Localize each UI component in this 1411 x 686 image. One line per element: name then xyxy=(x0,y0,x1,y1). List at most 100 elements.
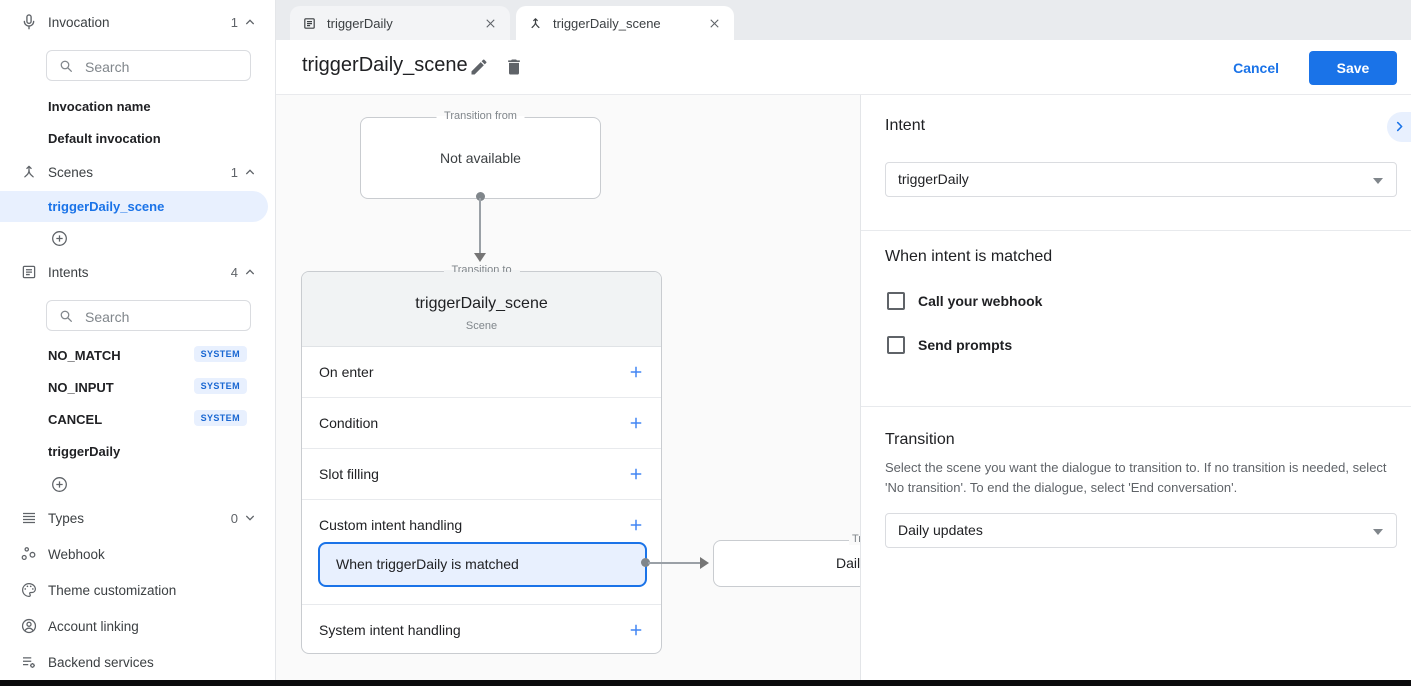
scene-card-subtitle: Scene xyxy=(465,320,498,332)
sidebar-section-types[interactable]: Types 0 xyxy=(0,506,276,530)
item-label: Theme customization xyxy=(48,582,177,598)
partial-node-label: Dail xyxy=(836,555,860,571)
section-label: Types xyxy=(48,510,85,526)
transition-select[interactable]: Daily updates xyxy=(885,513,1397,548)
tab-triggerdaily[interactable]: triggerDaily xyxy=(290,6,510,40)
edit-pencil-icon[interactable] xyxy=(469,57,489,77)
system-badge: SYSTEM xyxy=(193,410,247,426)
account-circle-icon xyxy=(20,617,38,635)
sidebar-item-theme-customization[interactable]: Theme customization xyxy=(0,578,276,602)
intent-handler-chip-selected[interactable]: When triggerDaily is matched xyxy=(318,542,647,587)
item-label: Backend services xyxy=(48,654,154,670)
section-label: Intents xyxy=(48,264,89,280)
cancel-button[interactable]: Cancel xyxy=(1233,59,1279,76)
add-on-enter-button[interactable] xyxy=(627,363,645,381)
close-icon[interactable] xyxy=(483,16,498,31)
sidebar-item-triggerdaily-intent[interactable]: triggerDaily xyxy=(48,444,121,459)
add-scene-button[interactable] xyxy=(50,229,69,248)
section-count: 0 xyxy=(230,510,238,526)
connector-line xyxy=(648,562,700,564)
transition-description: Select the scene you want the dialogue t… xyxy=(885,460,1387,495)
intent-list-icon xyxy=(302,16,317,31)
collapse-panel-button[interactable] xyxy=(1387,112,1411,142)
divider xyxy=(861,406,1411,407)
sidebar-section-intents[interactable]: Intents 4 xyxy=(0,260,276,284)
delete-trash-icon[interactable] xyxy=(504,57,524,77)
section-label: Scenes xyxy=(48,164,94,180)
daily-updates-node-partial[interactable]: Tr Dail xyxy=(713,533,860,587)
sidebar-section-scenes[interactable]: Scenes 1 xyxy=(0,160,276,184)
scene-row-slot-filling: Slot filling xyxy=(302,449,661,500)
scene-row-condition: Condition xyxy=(302,398,661,449)
sidebar-item-webhook[interactable]: Webhook xyxy=(0,542,276,566)
section-label: Invocation xyxy=(48,14,110,30)
sidebar-item-triggerdaily-scene-selected[interactable]: triggerDaily_scene xyxy=(0,191,268,222)
system-badge: SYSTEM xyxy=(193,378,247,394)
services-gear-icon xyxy=(20,653,38,671)
intents-search-input[interactable] xyxy=(83,302,247,331)
invocation-search xyxy=(46,50,251,81)
connector-line xyxy=(479,198,481,253)
item-label: Webhook xyxy=(48,546,105,562)
chevron-up-icon xyxy=(242,14,258,30)
sidebar-item-default-invocation[interactable]: Default invocation xyxy=(48,131,161,146)
sidebar-item-no-input[interactable]: NO_INPUT xyxy=(48,380,114,395)
dropdown-caret-icon xyxy=(1373,178,1383,184)
header-actions: Cancel Save xyxy=(1233,40,1397,95)
scene-card-title: triggerDaily_scene xyxy=(415,295,548,312)
tab-strip: triggerDaily triggerDaily_scene xyxy=(276,0,1411,40)
selected-scene-label: triggerDaily_scene xyxy=(48,199,165,214)
save-button[interactable]: Save xyxy=(1309,50,1397,85)
invocation-search-input[interactable] xyxy=(83,52,247,81)
section-count: 1 xyxy=(230,14,238,30)
plus-circle-icon xyxy=(52,231,67,246)
divider xyxy=(861,230,1411,231)
scene-row-custom-intent-handling: Custom intent handling When triggerDaily… xyxy=(302,500,661,605)
plus-circle-icon xyxy=(52,477,67,492)
intents-search xyxy=(46,300,251,331)
intent-heading: Intent xyxy=(885,117,926,134)
scene-branch-icon xyxy=(528,16,543,31)
scene-row-system-intent-handling: System intent handling xyxy=(302,605,661,654)
sidebar-item-account-linking[interactable]: Account linking xyxy=(0,614,276,638)
add-intent-button[interactable] xyxy=(50,475,69,494)
add-slot-filling-button[interactable] xyxy=(627,465,645,483)
add-system-intent-button[interactable] xyxy=(627,621,645,639)
chevron-right-icon xyxy=(1396,121,1403,132)
chevron-up-icon xyxy=(242,264,258,280)
call-webhook-label: Call your webhook xyxy=(918,293,1043,309)
when-intent-matched-heading: When intent is matched xyxy=(885,248,1053,265)
sidebar-item-backend-services[interactable]: Backend services xyxy=(0,650,276,674)
scene-card-header: triggerDaily_scene Scene xyxy=(302,272,661,347)
item-label: Account linking xyxy=(48,618,139,634)
row-label: Slot filling xyxy=(319,466,379,482)
add-custom-intent-button[interactable] xyxy=(627,516,645,534)
sidebar-item-cancel-intent[interactable]: CANCEL xyxy=(48,412,103,427)
intent-select[interactable]: triggerDaily xyxy=(885,162,1397,197)
call-webhook-checkbox[interactable] xyxy=(887,292,905,310)
scene-row-on-enter: On enter xyxy=(302,347,661,398)
page-title: triggerDaily_scene xyxy=(302,54,468,76)
sidebar-item-no-match[interactable]: NO_MATCH xyxy=(48,348,121,363)
transition-to-scene-card: Transition to triggerDaily_scene Scene O… xyxy=(301,264,662,654)
handler-label: When triggerDaily is matched xyxy=(336,556,519,572)
intent-list-icon xyxy=(20,263,38,281)
not-available-text: Not available xyxy=(440,150,521,166)
sidebar-item-invocation-name[interactable]: Invocation name xyxy=(48,99,151,114)
close-icon[interactable] xyxy=(707,16,722,31)
arrow-down-icon xyxy=(474,253,486,262)
row-label: Condition xyxy=(319,415,379,431)
chevron-up-icon xyxy=(242,164,258,180)
scene-branch-icon xyxy=(20,163,38,181)
tab-triggerdaily-scene[interactable]: triggerDaily_scene xyxy=(516,6,734,40)
send-prompts-checkbox[interactable] xyxy=(887,336,905,354)
microphone-icon xyxy=(20,13,38,31)
intent-editor-panel: Intent triggerDaily When intent is match… xyxy=(860,95,1411,680)
sidebar-section-invocation[interactable]: Invocation 1 xyxy=(0,10,276,34)
row-label: On enter xyxy=(319,364,374,380)
add-condition-button[interactable] xyxy=(627,414,645,432)
tab-label: triggerDaily xyxy=(327,15,393,31)
tab-label: triggerDaily_scene xyxy=(553,15,661,31)
search-icon xyxy=(60,60,72,72)
